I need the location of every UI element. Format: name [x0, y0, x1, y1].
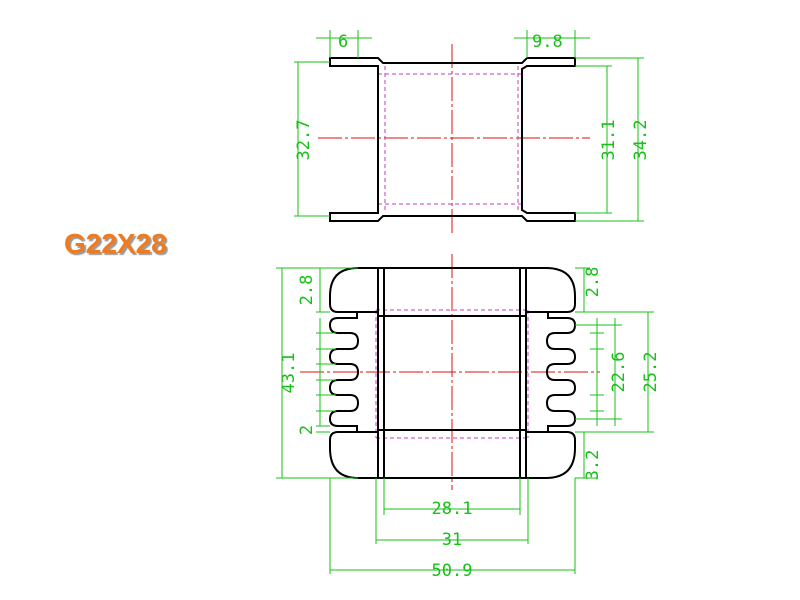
dim-text-25-2: 25.2 — [641, 352, 661, 393]
dim-text-2-8-left: 2.8 — [297, 275, 317, 306]
dim-text-2: 2 — [297, 425, 317, 435]
dim-top-left-width: 6 — [316, 30, 372, 58]
dim-top-outer-height: 34.2 — [575, 57, 651, 222]
dim-front-slot-ticks — [316, 318, 336, 426]
dim-text-50-9: 50.9 — [432, 561, 473, 581]
dim-core-width: 31 — [375, 478, 529, 550]
front-view-outline — [328, 267, 577, 479]
dim-front-bottom-flange: 3.2 — [575, 432, 603, 480]
dim-front-top-flange-left: 2.8 — [297, 268, 330, 313]
dim-text-34-2: 34.2 — [631, 120, 651, 161]
dim-text-28-1: 28.1 — [432, 499, 473, 519]
part-title: G22X28 — [64, 228, 167, 259]
dim-front-total-height: 43.1 — [276, 267, 358, 479]
front-view: 43.1 2.8 2 — [276, 254, 661, 581]
dim-top-left-height: 32.7 — [294, 61, 330, 217]
dim-top-inner-height: 31.1 — [575, 65, 619, 214]
dim-front-inner-height: 22.6 — [575, 318, 629, 426]
dim-total-width: 50.9 — [329, 478, 576, 581]
dim-text-31-1: 31.1 — [599, 120, 619, 161]
top-view: 6 9.8 32.7 31.1 — [294, 30, 651, 236]
dim-text-43-1: 43.1 — [279, 353, 299, 394]
dim-front-window-height: 25.2 — [575, 311, 661, 433]
dim-text-6: 6 — [338, 32, 348, 52]
dim-text-22-6: 22.6 — [609, 352, 629, 393]
dim-text-32-7: 32.7 — [294, 120, 314, 161]
dim-text-31: 31 — [442, 530, 462, 550]
dim-top-right-width: 9.8 — [514, 30, 590, 58]
dim-text-2-8-right: 2.8 — [583, 267, 603, 298]
dim-inner-width: 28.1 — [383, 478, 521, 519]
dim-front-top-flange-right: 2.8 — [575, 267, 603, 313]
dim-front-slot-width: 2 — [297, 425, 330, 435]
dim-text-3-2: 3.2 — [583, 450, 603, 481]
dim-text-9-8: 9.8 — [532, 32, 563, 52]
